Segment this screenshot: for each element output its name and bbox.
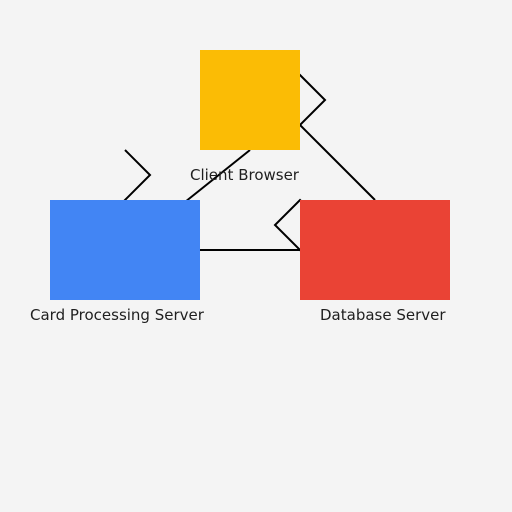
database-server-node — [300, 200, 450, 300]
card-processing-server-node — [50, 200, 200, 300]
card-processing-server-label: Card Processing Server — [30, 306, 204, 324]
client-browser-label: Client Browser — [190, 166, 299, 184]
client-browser-node — [200, 50, 300, 150]
edge-client-to-db — [299, 124, 376, 201]
database-server-label: Database Server — [320, 306, 446, 324]
